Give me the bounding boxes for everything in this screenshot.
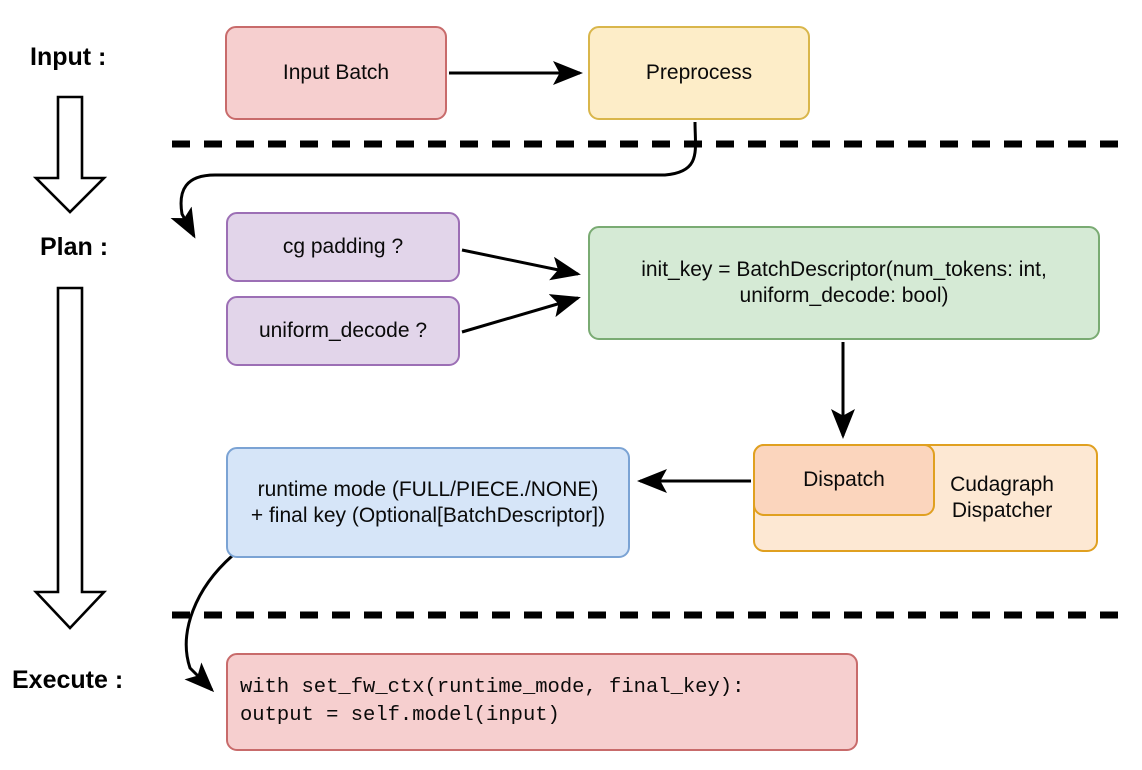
edge-uniform-decode-to-init-key <box>461 294 581 334</box>
stage-label-plan: Plan : <box>40 233 109 261</box>
node-dispatch-label: Dispatch <box>803 468 885 492</box>
node-execute-code[interactable]: with set_fw_ctx(runtime_mode, final_key)… <box>226 653 858 751</box>
node-init-key[interactable]: init_key = BatchDescriptor(num_tokens: i… <box>588 226 1100 340</box>
node-uniform-decode-label: uniform_decode ? <box>258 319 428 343</box>
edge-cg-padding-to-init-key <box>461 248 581 281</box>
node-preprocess-label: Preprocess <box>645 61 753 85</box>
node-execute-code-label: with set_fw_ctx(runtime_mode, final_key)… <box>240 676 745 727</box>
node-uniform-decode[interactable]: uniform_decode ? <box>226 296 460 366</box>
node-cg-padding[interactable]: cg padding ? <box>226 212 460 282</box>
node-input-batch-label: Input Batch <box>282 61 390 85</box>
node-input-batch[interactable]: Input Batch <box>225 26 447 120</box>
stage-arrow-plan-to-execute <box>32 286 108 630</box>
node-cg-padding-label: cg padding ? <box>282 235 404 259</box>
node-dispatch[interactable]: Dispatch <box>753 444 935 516</box>
node-runtime-mode-label: runtime mode (FULL/PIECE./NONE) + final … <box>250 477 606 527</box>
stage-arrow-input-to-plan <box>32 95 108 214</box>
stage-label-input: Input : <box>30 43 107 71</box>
stage-label-execute: Execute : <box>12 666 124 694</box>
node-preprocess[interactable]: Preprocess <box>588 26 810 120</box>
node-cudagraph-dispatcher-label: Cudagraph Dispatcher <box>950 473 1054 522</box>
node-init-key-label: init_key = BatchDescriptor(num_tokens: i… <box>641 258 1047 307</box>
node-runtime-mode[interactable]: runtime mode (FULL/PIECE./NONE) + final … <box>226 447 630 558</box>
